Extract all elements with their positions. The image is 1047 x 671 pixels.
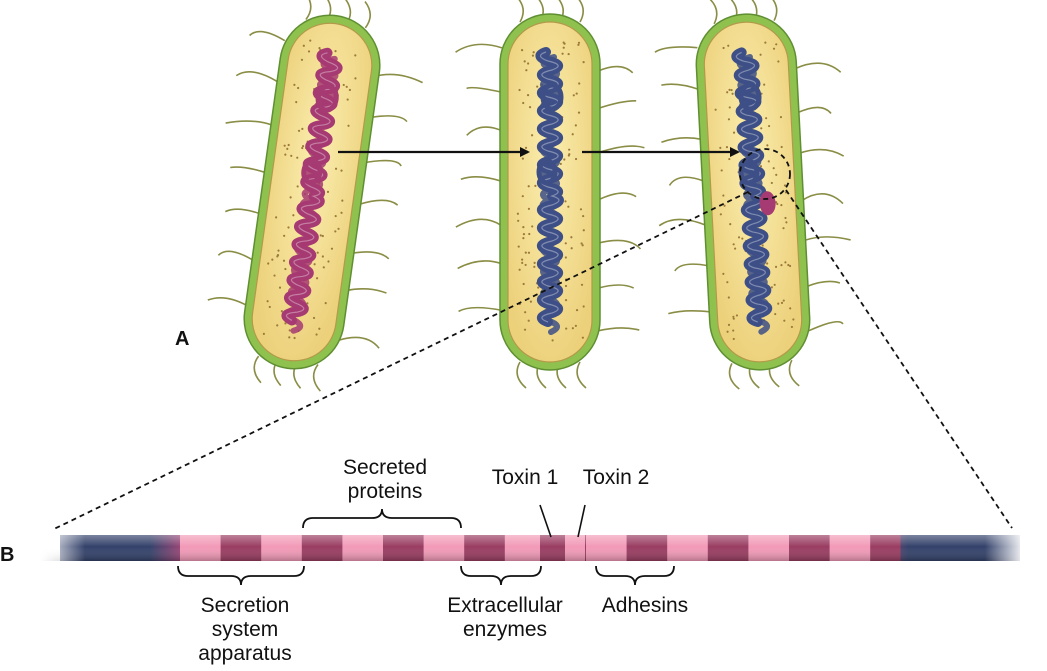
zoom-line-left [51,191,749,531]
recombinant-bacterium-icon [654,0,851,390]
panel-label-a: A [175,328,190,350]
donor-bacterium-icon [207,0,423,392]
toxin1-label: Toxin 1 [491,466,559,489]
toxin1-leader [539,504,552,538]
toxin2-leader [577,504,586,538]
genetic-map-strand [40,530,1025,566]
toxin2-label: Toxin 2 [582,466,650,489]
recipient-bacterium-icon [455,0,645,389]
chromosome-coil-icon [731,47,776,335]
chromosome-coil-icon [535,47,564,335]
inserted-island-icon [759,191,776,216]
secretion-system-label: Secretion system apparatus [198,594,292,665]
zoom-circle-icon [739,148,791,200]
adhesins-label: Adhesins [601,594,689,617]
extracellular-enzymes-label: Extracellular enzymes [447,594,563,641]
secreted-proteins-label: Secreted proteins [342,456,428,503]
zoom-line-right [785,189,1013,529]
chromosome-coil-icon [281,47,343,334]
extracellular-enzymes-brace [460,565,542,586]
secreted-proteins-brace [302,508,462,529]
adhesins-brace [595,565,675,586]
panel-label-b: B [0,544,15,566]
secretion-system-brace [177,565,305,586]
